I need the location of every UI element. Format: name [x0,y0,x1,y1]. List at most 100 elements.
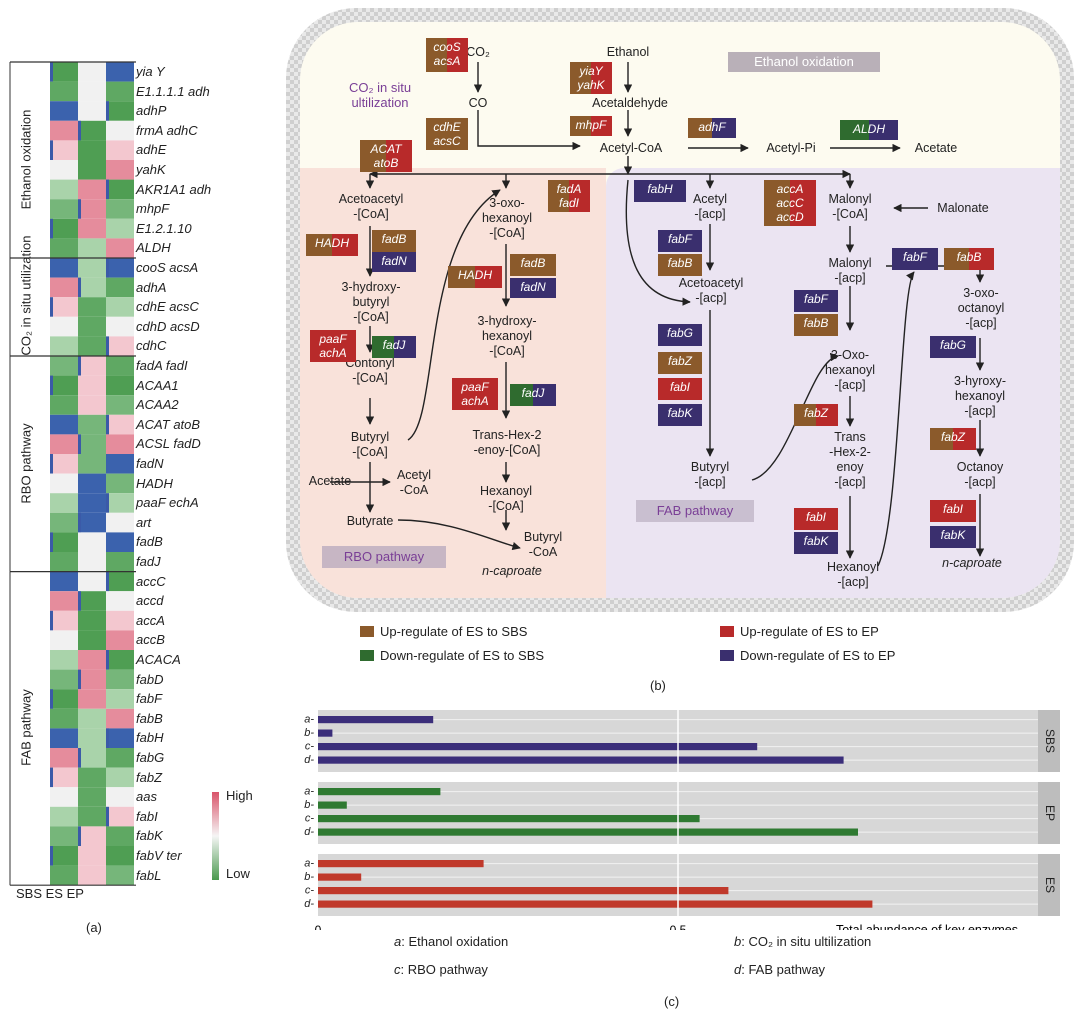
bar-es-d [318,900,873,908]
met-butyrate: Butyrate [346,514,394,528]
gene-label: fabB [136,710,163,726]
gene-label: E1.2.1.10 [136,220,192,236]
heatmap-cell [50,571,78,592]
enzyme-aldh-box: ALDH [840,120,898,140]
note-a: a: Ethanol oxidation [394,934,508,949]
met-acetyl-coa-rbo: Acetyl -CoA [396,468,432,497]
heatmap-cell [50,434,78,454]
legend-swatch [360,626,374,637]
legend-swatch [360,650,374,661]
met-butyryl-coa-2: Butyryl -CoA [523,530,563,559]
heatmap-cell [78,336,106,356]
bar-es-c [318,887,729,895]
heatmap-cell [78,865,106,886]
heatmap-cell [78,160,106,180]
met-n-caproate-fab: n-caproate [942,556,1002,570]
heatmap-cell [50,414,78,435]
gene-label: E1.1.1.1 adh [136,83,210,99]
heatmap-cell [106,238,134,258]
heatmap-cell [78,395,106,415]
enzyme-fabg-box: fabG [930,336,976,358]
heatmap-cell [78,81,106,102]
heatmap-cell [50,865,78,886]
heatmap-cell [78,258,106,278]
met-acetate: Acetate [914,141,958,155]
heatmap-cell [78,493,106,513]
heatmap-cell [50,356,78,376]
heatmap-cell [78,669,106,690]
category-label: c- [305,741,315,753]
heatmap-cell [78,650,106,670]
heatmap-cell [50,375,78,396]
enzyme-hadh-box: HADH [306,234,358,256]
legend-down-es-sbs: Down-regulate of ES to SBS [360,648,544,663]
heatmap-cell [106,473,134,494]
legend-up-es-sbs: Up-regulate of ES to SBS [360,624,527,639]
enzyme-fadj-box: fadJ [510,384,556,406]
heatmap-cell [50,81,78,102]
met-acetyl-acp: Acetyl -[acp] [692,192,728,221]
heatmap-cell [50,846,78,866]
met-ethanol: Ethanol [606,45,650,59]
met-acetyl-pi: Acetyl-Pi [766,141,816,155]
category-label: a- [304,714,314,726]
heatmap-cell [78,179,106,200]
enzyme-fabg-box: fabG [658,324,702,346]
heatmap-cell-edge [50,767,53,788]
heatmap-cell [106,218,134,239]
met-oxohexanoyl-acp: 3-Oxo- hexanoyl -[acp] [824,348,876,392]
note-b-text: : CO₂ in situ ultilization [741,934,872,949]
met-malonyl-coa: Malonyl -[CoA] [828,192,872,221]
gene-label: fabD [136,671,164,687]
met-malonyl-acp: Malonyl -[acp] [828,256,872,285]
heatmap-cell [106,199,134,219]
heatmap-cell [50,120,78,141]
gene-label: fabV ter [136,848,182,863]
gene-label: yia Y [136,64,165,79]
heatmap-cell [50,101,78,121]
gene-label: yahK [136,162,166,177]
gene-label: ALDH [136,240,171,256]
series-strip-label: ES [1043,877,1057,893]
category-label: d- [304,898,314,910]
heatmap-cell-edge [106,806,109,827]
enzyme-coos-box: cooS acsA [426,38,468,72]
heatmap-cell-edge [78,277,81,298]
heatmap-cell-edge [50,454,53,474]
legend-label: Up-regulate of ES to EP [740,624,879,639]
met-malonate: Malonate [937,201,989,215]
heatmap-cell [50,787,78,807]
heatmap-cell [106,728,134,748]
gene-label: fabH [136,730,164,746]
heatmap-cell-edge [78,434,81,454]
heatmap-cell [106,258,134,278]
scale-high-label: High [226,788,253,803]
heatmap-cell [78,826,106,846]
met-hexanoyl-coa: Hexanoyl -[CoA] [479,484,533,513]
heatmap-cell [50,62,78,82]
met-butyryl-acp: Butyryl -[acp] [690,460,730,489]
heatmap-cell [106,610,134,631]
heatmap-cell [50,316,78,337]
heatmap-cell [106,865,134,886]
gene-label: adhA [136,279,167,295]
heatmap-cell [106,650,134,670]
series-strip [1038,854,1060,916]
bar-sbs-a [318,716,434,724]
heatmap-cell [106,395,134,415]
enzyme-fabf-box: fabF [892,248,938,270]
heatmap-cell [50,199,78,219]
category-label: d- [304,754,314,766]
gene-label: paaF echA [136,495,199,511]
heatmap-cell-edge [78,199,81,219]
heatmap-cell [78,120,106,141]
heatmap-cell [78,689,106,709]
x-tick-label: 0.5 [670,923,687,930]
heatmap-cell [106,689,134,709]
heatmap-cell [50,669,78,690]
gene-label: cooS acsA [136,260,199,275]
gene-label: adhP [136,103,167,119]
heatmap-cell [78,806,106,827]
bar-ep-d [318,828,858,836]
bar-ep-a [318,788,441,796]
